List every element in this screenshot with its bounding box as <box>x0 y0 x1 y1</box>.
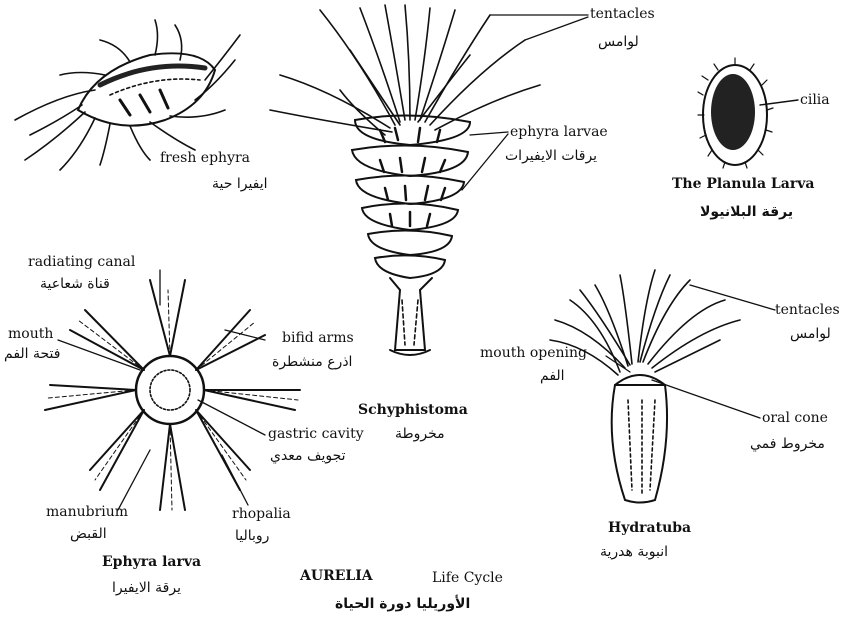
ephyra-larva-drawing <box>45 280 300 510</box>
mouth-label: mouth <box>8 326 53 342</box>
fresh-ephyra-drawing <box>15 20 240 170</box>
tentacles-top-label: tentacles <box>590 6 655 22</box>
mouth-opening-label: mouth opening <box>480 345 587 361</box>
bifid-arms-label: bifid arms <box>282 330 354 346</box>
ephyra-larvae-label: ephyra larvae <box>510 124 608 140</box>
rhopalia-label: rhopalia <box>232 506 291 522</box>
tentacles-right-label: tentacles <box>775 302 840 318</box>
radiating-canal-label: radiating canal <box>28 254 135 270</box>
planula-arabic: يرقة البلانيولا <box>700 204 793 220</box>
hydratuba-title: Hydratuba <box>608 520 691 536</box>
gastric-cavity-arabic: تجويف معدي <box>270 448 346 464</box>
mouth-opening-arabic: الفم <box>540 368 565 384</box>
mouth-arabic: فتحة الفم <box>4 346 60 362</box>
aurelia-title-arabic: الأوريليا دورة الحياة <box>335 596 470 612</box>
rhopalia-arabic: روباليا <box>235 528 269 544</box>
hydratuba-drawing <box>550 270 740 503</box>
manubrium-label: manubrium <box>46 504 128 520</box>
life-cycle-title: Life Cycle <box>432 570 503 586</box>
ephyra-larva-title: Ephyra larva <box>102 554 201 570</box>
radiating-canal-arabic: قناة شعاعية <box>40 276 110 292</box>
planula-title: The Planula Larva <box>672 176 814 192</box>
hydratuba-arabic: انبوبة هدرية <box>600 544 668 560</box>
oral-cone-arabic: مخروط فمي <box>750 436 825 452</box>
planula-drawing <box>698 58 798 168</box>
schyphistoma-arabic: مخروطة <box>395 426 445 442</box>
fresh-ephyra-label: fresh ephyra <box>160 150 250 166</box>
tentacles-right-arabic: لوامس <box>790 326 831 342</box>
cilia-label: cilia <box>800 92 830 108</box>
gastric-cavity-label: gastric cavity <box>268 426 364 442</box>
tentacles-top-arabic: لوامس <box>598 34 639 50</box>
schyphistoma-drawing <box>270 5 540 355</box>
ephyra-larva-arabic: يرقة الايفيرا <box>112 580 181 596</box>
oral-cone-label: oral cone <box>762 410 828 426</box>
aurelia-title: AURELIA <box>300 568 373 584</box>
bifid-arms-arabic: اذرع منشطرة <box>272 354 352 370</box>
fresh-ephyra-arabic: ايفيرا حية <box>212 176 268 192</box>
manubrium-arabic: القبض <box>70 526 107 542</box>
schyphistoma-title: Schyphistoma <box>358 402 468 418</box>
ephyra-larvae-arabic: يرقات الايفيرات <box>505 148 597 164</box>
